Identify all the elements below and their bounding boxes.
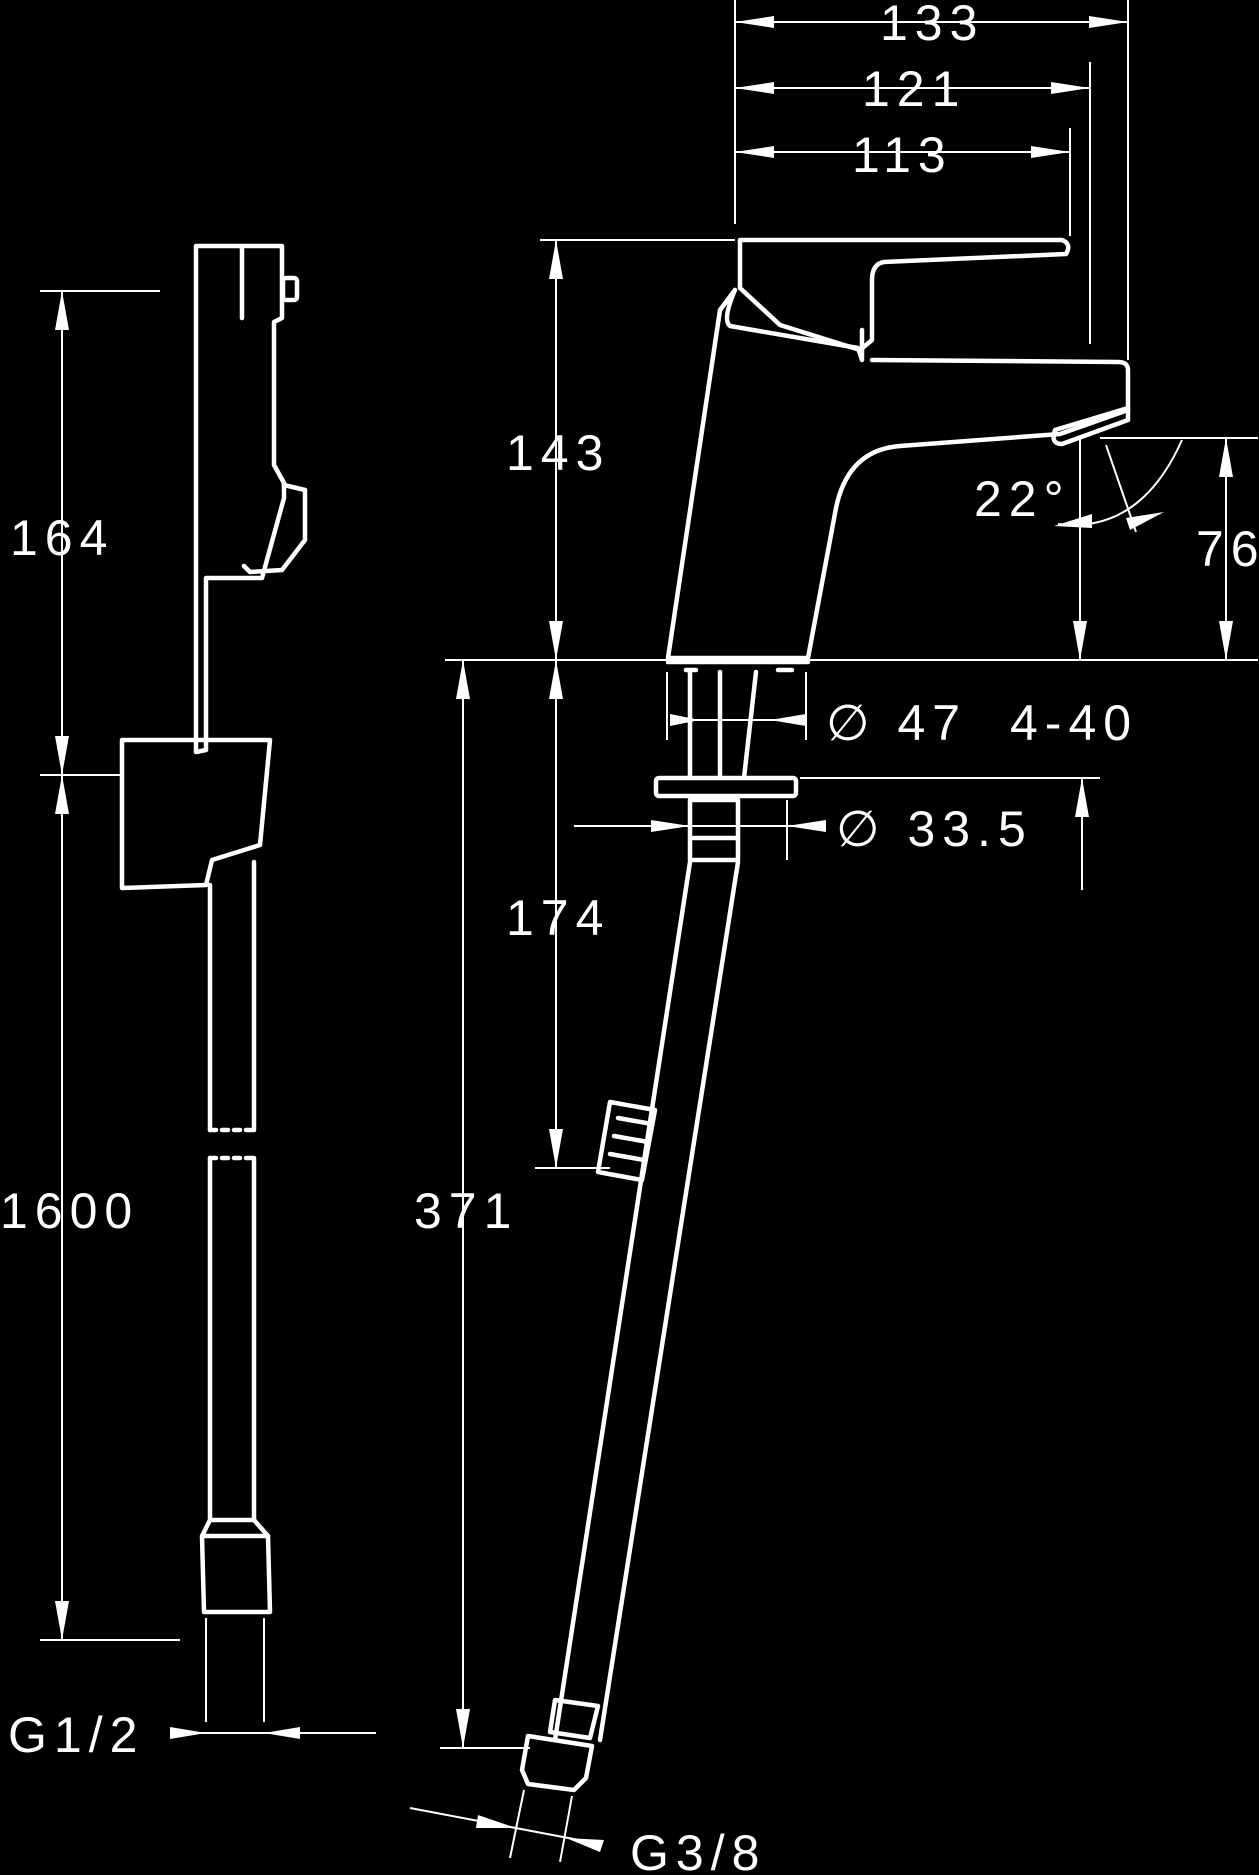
height-76-arrow-top bbox=[1219, 438, 1233, 477]
hose-top-fitting bbox=[193, 243, 287, 755]
dim-164-arrow-bottom bbox=[55, 736, 69, 775]
width-113-arrow-right bbox=[1031, 146, 1070, 158]
label-371: 371 bbox=[414, 1183, 518, 1239]
angle-22-arrow-right bbox=[1126, 512, 1164, 530]
shower-hose bbox=[119, 243, 308, 1615]
tap-fixing-plate bbox=[653, 775, 799, 799]
tap-nut bbox=[687, 797, 741, 863]
width-133-arrow-left bbox=[735, 16, 774, 28]
width-121-arrow-right bbox=[1051, 82, 1090, 94]
range-4-40-arrow bbox=[1075, 778, 1089, 817]
tap-shank bbox=[687, 669, 759, 781]
hose-button bbox=[280, 275, 300, 303]
angle-22-arrow-left bbox=[1054, 514, 1092, 528]
label-1600: 1600 bbox=[0, 1183, 139, 1239]
g12-arrow-left bbox=[170, 1727, 206, 1739]
supply-hose-ferrule bbox=[547, 1697, 601, 1741]
label-133: 133 bbox=[880, 0, 984, 51]
dia-47-arrow-left bbox=[670, 714, 700, 726]
label-dia-33-5: ∅ 33.5 bbox=[836, 801, 1033, 857]
width-121-arrow-left bbox=[735, 82, 774, 94]
tap-body bbox=[665, 287, 1131, 661]
angle-ref-arrow bbox=[1073, 621, 1087, 660]
label-22-deg: 22° bbox=[974, 471, 1071, 527]
dia-47-arrow-right bbox=[770, 714, 806, 726]
tap-aerator bbox=[1051, 405, 1131, 447]
hose-mid-fitting bbox=[595, 1099, 658, 1183]
label-76: 76 bbox=[1196, 521, 1259, 577]
right-dimensions bbox=[409, 0, 1258, 1863]
depth-174-arrow-bottom bbox=[549, 1129, 563, 1168]
left-dimensions bbox=[40, 290, 376, 1739]
hose-lever bbox=[241, 482, 308, 575]
label-113: 113 bbox=[852, 127, 953, 183]
tap-lever bbox=[737, 237, 1071, 353]
label-143: 143 bbox=[506, 425, 610, 481]
g38-arrow-left bbox=[476, 1815, 516, 1828]
dia-33-5-arrow-left bbox=[651, 820, 690, 832]
dim-1600-arrow-bottom bbox=[55, 1601, 69, 1640]
supply-hose bbox=[552, 859, 741, 1743]
hose-371-arrow-bottom bbox=[456, 1709, 470, 1748]
dim-164-arrow-top bbox=[55, 291, 69, 330]
height-143-arrow-bottom bbox=[549, 621, 563, 660]
label-4-40: 4-40 bbox=[1010, 695, 1138, 751]
tap-cartridge bbox=[724, 287, 865, 363]
height-76-arrow-bottom bbox=[1219, 621, 1233, 660]
label-121: 121 bbox=[862, 61, 966, 117]
hose-371-arrow-top bbox=[456, 660, 470, 699]
dia-33-5-arrow-right bbox=[787, 820, 826, 832]
label-174: 174 bbox=[506, 890, 610, 946]
hose-bracket bbox=[119, 737, 273, 891]
g38-arrow-right bbox=[566, 1838, 604, 1852]
label-164: 164 bbox=[10, 510, 114, 566]
label-g12: G1/2 bbox=[8, 1707, 144, 1763]
label-dia-47: ∅ 47 bbox=[826, 695, 967, 751]
dim-1600-arrow-top bbox=[55, 775, 69, 814]
g38-ext-left bbox=[509, 1789, 525, 1859]
label-g38: G3/8 bbox=[630, 1825, 766, 1875]
width-113-arrow-left bbox=[735, 146, 774, 158]
supply-hose-nut bbox=[519, 1733, 595, 1793]
g38-ext-right bbox=[559, 1795, 573, 1863]
g12-arrow-right bbox=[264, 1727, 300, 1739]
width-133-arrow-right bbox=[1089, 16, 1128, 28]
mixer-tap bbox=[519, 237, 1131, 1793]
height-143-arrow-top bbox=[549, 240, 563, 279]
depth-174-arrow-top bbox=[549, 660, 563, 699]
